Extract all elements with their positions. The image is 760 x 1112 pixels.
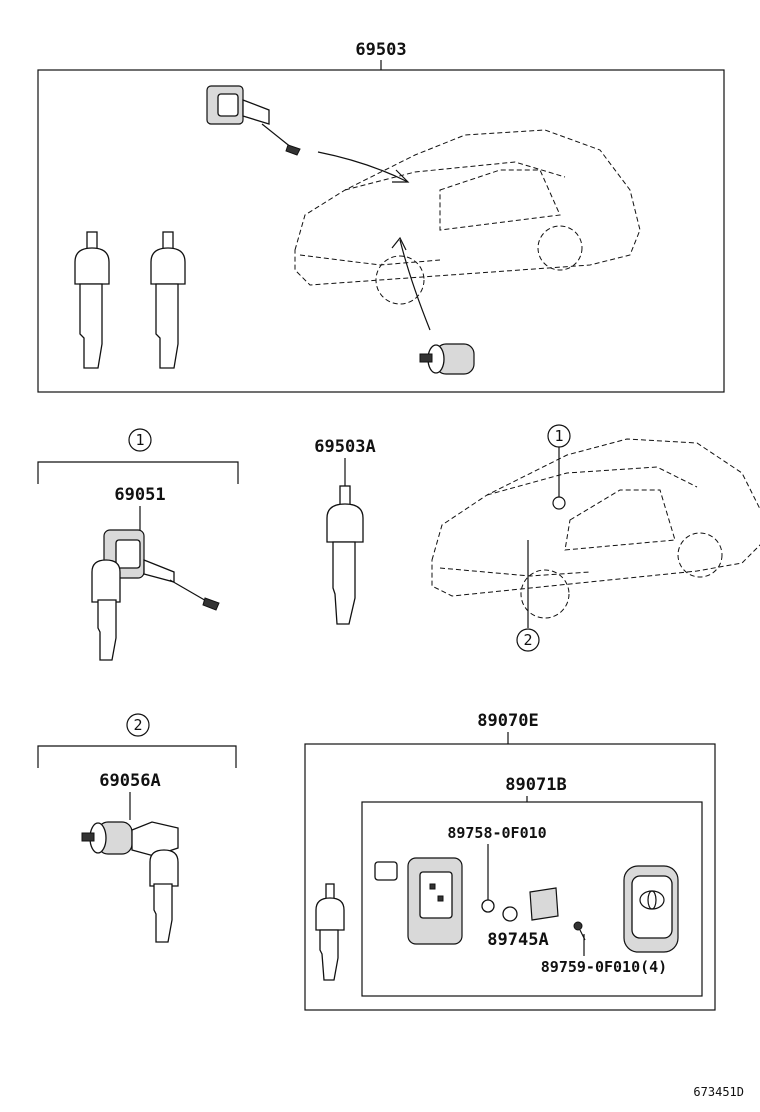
box-89070E	[304, 743, 716, 1011]
bracket-2	[37, 745, 237, 768]
bracket-1	[37, 461, 239, 484]
label-89759: 89759-0F010(4)	[541, 958, 667, 976]
svg-text:2: 2	[523, 631, 532, 649]
arrow-to-ignition	[399, 239, 431, 331]
key-2	[150, 231, 186, 369]
label-69503: 69503	[355, 40, 406, 60]
drawing-code: 673451D	[693, 1085, 744, 1099]
label-69056A: 69056A	[99, 771, 160, 791]
label-69051: 69051	[114, 485, 165, 505]
label-89070E: 89070E	[477, 711, 538, 731]
marker-2-circle	[126, 713, 150, 737]
group-marker-2: 2 69056A	[37, 713, 237, 943]
label-89745A: 89745A	[487, 930, 548, 950]
marker-2-text: 2	[133, 716, 142, 734]
label-89071B: 89071B	[505, 775, 566, 795]
marker-2-car	[516, 628, 540, 652]
arrow-to-door	[317, 151, 409, 183]
screw	[573, 921, 586, 956]
circuit-plate	[529, 887, 559, 921]
label-69503A: 69503A	[314, 437, 375, 457]
car-outline-top	[294, 129, 641, 305]
key-1	[74, 231, 110, 369]
door-lock-assembly	[206, 85, 301, 156]
set-69503-group: 69503	[37, 40, 725, 393]
group-89070E: 89070E 89071B 89758-0F010 89745A	[304, 711, 716, 1011]
key-blank	[326, 485, 364, 625]
group-marker-1: 1 69051	[37, 428, 239, 661]
car-outline-middle: 1 2	[431, 424, 760, 652]
lock-cylinder-with-key	[81, 821, 179, 943]
marker-1-circle	[128, 428, 152, 452]
box-89071B	[361, 801, 703, 997]
battery-cell	[481, 899, 495, 913]
o-ring	[502, 906, 518, 922]
box-69503	[37, 69, 725, 393]
label-89758: 89758-0F010	[447, 824, 546, 842]
group-69503A: 69503A	[314, 437, 376, 625]
ignition-cylinder	[419, 343, 475, 375]
door-lock-with-key	[91, 529, 220, 661]
battery-cover	[374, 861, 398, 881]
transmitter-housing-open	[407, 857, 463, 945]
key-blank-remote	[315, 883, 345, 981]
marker-1-text: 1	[135, 431, 144, 449]
transmitter-closed	[623, 865, 679, 953]
svg-text:1: 1	[554, 427, 563, 445]
